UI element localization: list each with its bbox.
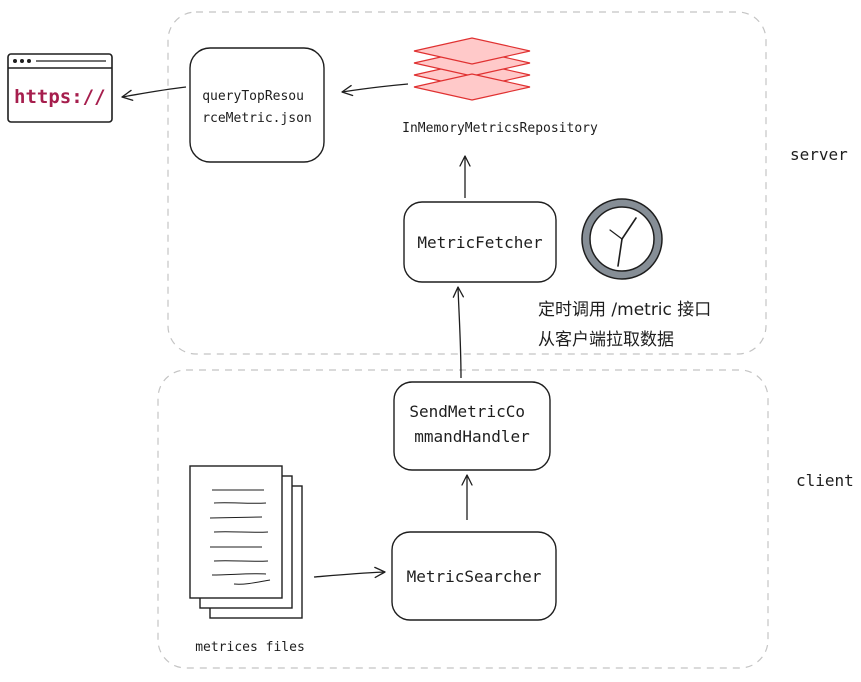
metric-searcher-node [391,531,557,621]
metric-fetcher-node [403,201,557,283]
clock-icon [581,198,663,280]
documents-stack-icon [189,465,303,619]
url-text: https:// [14,86,106,108]
browser-window-icon [7,53,113,123]
arrow-handler-to-fetcher [452,286,465,379]
stacked-layers-icon [413,37,531,101]
command-handler-node [393,381,551,471]
arrow-json-to-browser [121,86,187,101]
query-json-node [189,47,325,163]
query-json-label: queryTopResou rceMetric.json [202,89,312,126]
client-zone [157,369,769,669]
query-json-label-line1: queryTopResou [202,89,304,104]
files-label: metrices files [195,640,305,655]
command-handler-label: SendMetricCo mmandHandler [409,402,534,446]
note-line-2: 从客户端拉取数据 [538,330,674,350]
client-zone-label: client [796,471,854,490]
arrow-repository-to-json [341,83,409,97]
server-zone-label: server [790,145,848,164]
arrow-files-to-searcher [313,566,386,579]
server-zone [167,11,767,355]
metric-fetcher-label: MetricFetcher [417,233,543,252]
command-handler-label-line2: mmandHandler [414,427,530,446]
command-handler-label-line1: SendMetricCo [409,402,525,421]
metric-searcher-label: MetricSearcher [407,567,542,586]
repository-label: InMemoryMetricsRepository [402,121,598,136]
query-json-label-line2: rceMetric.json [202,111,312,126]
note-line-1: 定时调用 /metric 接口 [538,300,711,320]
